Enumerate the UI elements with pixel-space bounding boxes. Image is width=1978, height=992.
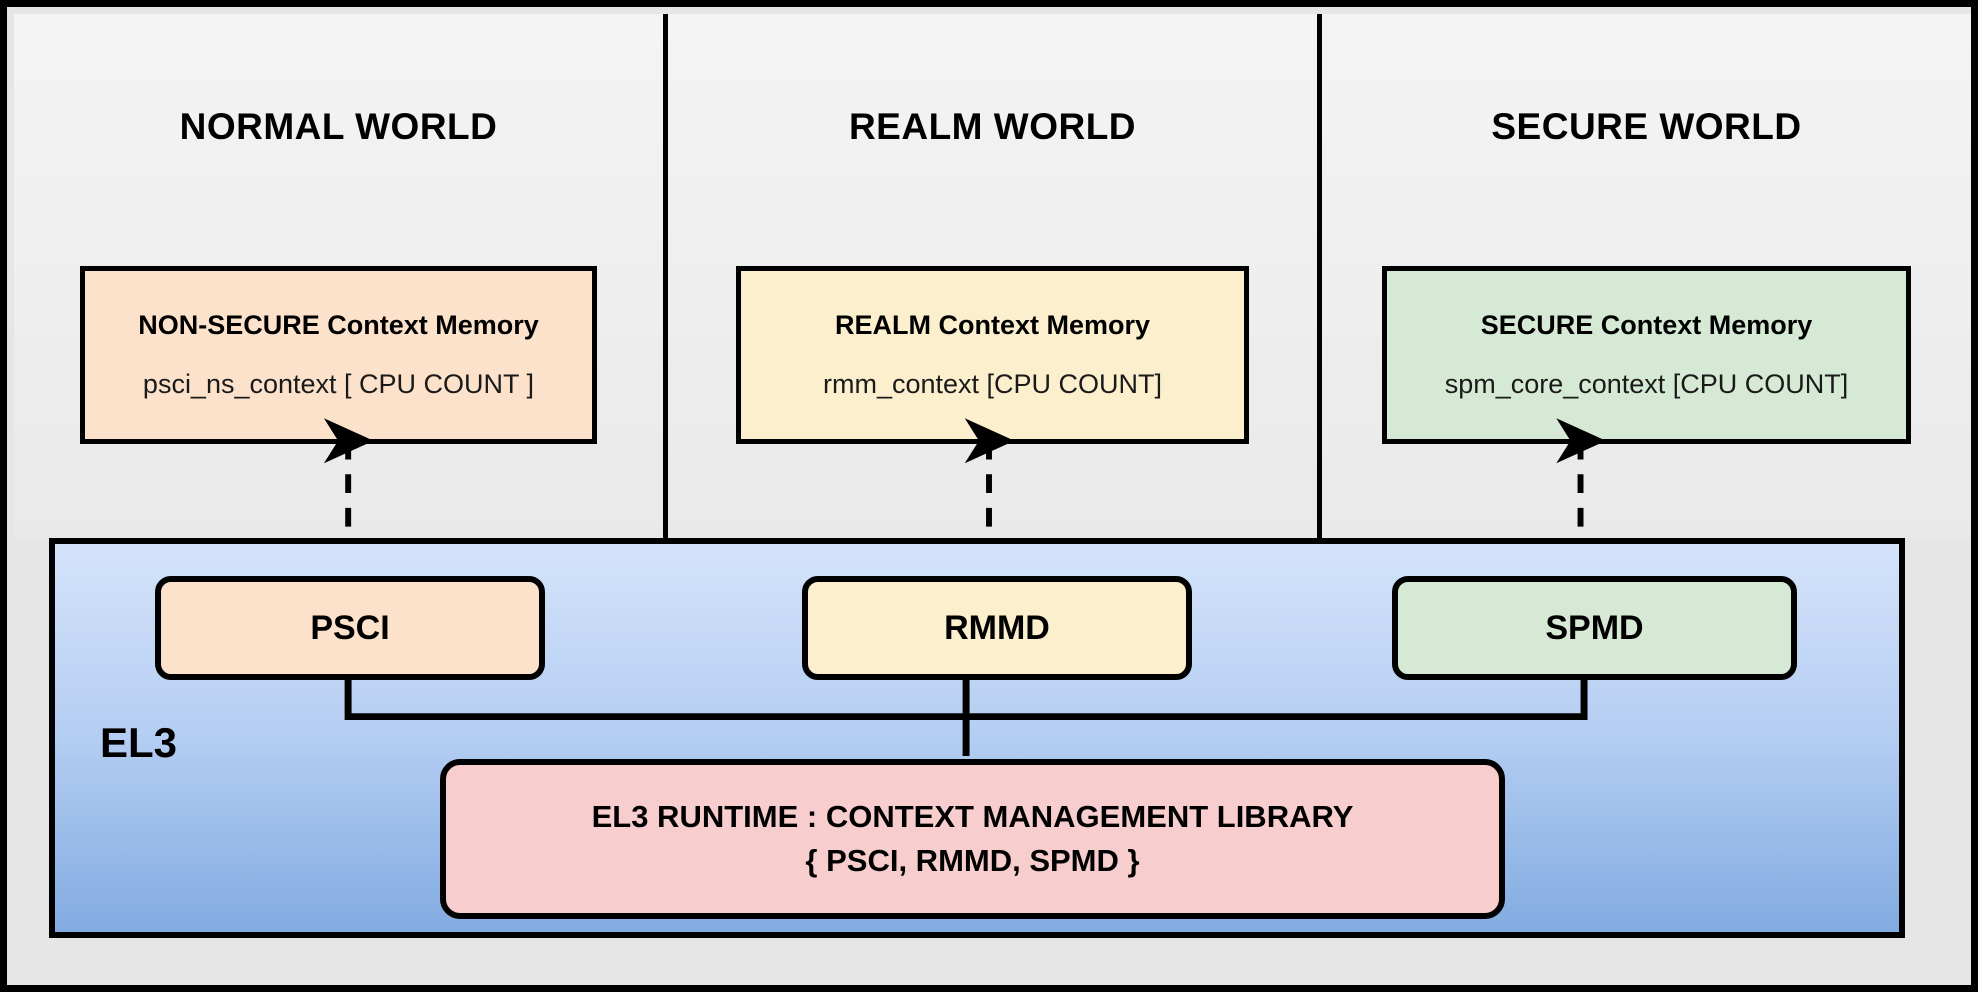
dispatcher-rmmd-label: RMMD: [944, 608, 1050, 647]
runtime-library-components: { PSCI, RMMD, SPMD }: [805, 843, 1140, 878]
context-memory-title-realm: REALM Context Memory: [834, 310, 1151, 340]
dispatcher-spmd[interactable]: SPMD: [1392, 576, 1797, 680]
dispatcher-psci-label: PSCI: [310, 608, 390, 647]
runtime-library-title: EL3 RUNTIME : CONTEXT MANAGEMENT LIBRARY: [591, 799, 1354, 835]
context-memory-symbol-realm: rmm_context [CPU COUNT]: [822, 369, 1163, 399]
el3-runtime-context-management-library[interactable]: EL3 RUNTIME : CONTEXT MANAGEMENT LIBRARY…: [440, 759, 1505, 919]
world-title-realm: REALM WORLD: [848, 106, 1137, 147]
world-column-secure: SECURE WORLD SECURE Context Memory spm_c…: [1317, 14, 1971, 538]
context-memory-box-non-secure[interactable]: NON-SECURE Context Memory psci_ns_contex…: [80, 266, 597, 444]
world-title-normal: NORMAL WORLD: [179, 106, 498, 147]
dispatcher-spmd-label: SPMD: [1545, 608, 1644, 647]
context-memory-symbol-secure: spm_core_context [CPU COUNT]: [1444, 369, 1849, 399]
context-memory-box-realm[interactable]: REALM Context Memory rmm_context [CPU CO…: [736, 266, 1249, 444]
dispatcher-rmmd[interactable]: RMMD: [802, 576, 1192, 680]
context-memory-box-secure[interactable]: SECURE Context Memory spm_core_context […: [1382, 266, 1911, 444]
context-memory-symbol-non-secure: psci_ns_context [ CPU COUNT ]: [142, 369, 535, 399]
context-memory-title-non-secure: NON-SECURE Context Memory: [138, 310, 539, 340]
el3-panel: EL3 PSCI RMMD SPMD EL3 RUNTIME : CONTEXT…: [49, 538, 1905, 938]
worlds-panel: NORMAL WORLD NON-SECURE Context Memory p…: [14, 14, 1971, 538]
dispatcher-psci[interactable]: PSCI: [155, 576, 545, 680]
context-memory-title-secure: SECURE Context Memory: [1480, 310, 1813, 340]
world-column-normal: NORMAL WORLD NON-SECURE Context Memory p…: [14, 14, 663, 538]
el3-exception-level-label: EL3: [100, 719, 178, 766]
world-column-realm: REALM WORLD REALM Context Memory rmm_con…: [663, 14, 1317, 538]
bus-horizontal: [344, 672, 1588, 721]
world-title-secure: SECURE WORLD: [1491, 106, 1802, 147]
